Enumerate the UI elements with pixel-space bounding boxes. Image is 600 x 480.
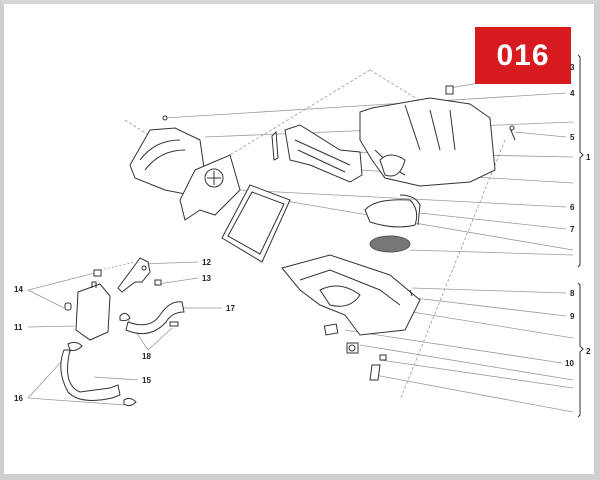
breather-hose — [125, 301, 185, 335]
grommet — [346, 342, 359, 354]
callout-17: 17 — [226, 304, 235, 313]
callout-16: 16 — [14, 394, 23, 403]
callout-18: 18 — [142, 352, 151, 361]
callout-8: 8 — [570, 289, 575, 298]
rubber-pad — [323, 323, 339, 336]
parts — [60, 85, 516, 407]
callout-12: 12 — [202, 258, 211, 267]
drain-hose — [60, 349, 121, 401]
callout-3: 3 — [570, 63, 575, 72]
airbox-housing — [359, 97, 496, 187]
mesh-screen — [369, 235, 411, 253]
callout-7: 7 — [570, 225, 575, 234]
callout-14: 14 — [14, 285, 23, 294]
page-number-badge: 016 — [475, 27, 571, 84]
callout-1: 1 — [586, 153, 591, 162]
callout-10: 10 — [565, 359, 574, 368]
callout-11: 11 — [14, 323, 23, 332]
duct-seal — [364, 199, 418, 228]
mounting-bracket — [117, 257, 151, 293]
callout-15: 15 — [142, 376, 151, 385]
lower-tray — [281, 254, 421, 336]
callout-4: 4 — [570, 89, 575, 98]
callout-13: 13 — [202, 274, 211, 283]
callout-2: 2 — [586, 347, 591, 356]
callout-9: 9 — [570, 312, 575, 321]
callout-5: 5 — [570, 133, 575, 142]
reservoir-tank — [75, 283, 111, 341]
air-adapter — [179, 154, 241, 221]
group-brackets — [577, 54, 584, 418]
leader-lines — [27, 67, 574, 413]
callout-6: 6 — [570, 203, 575, 212]
